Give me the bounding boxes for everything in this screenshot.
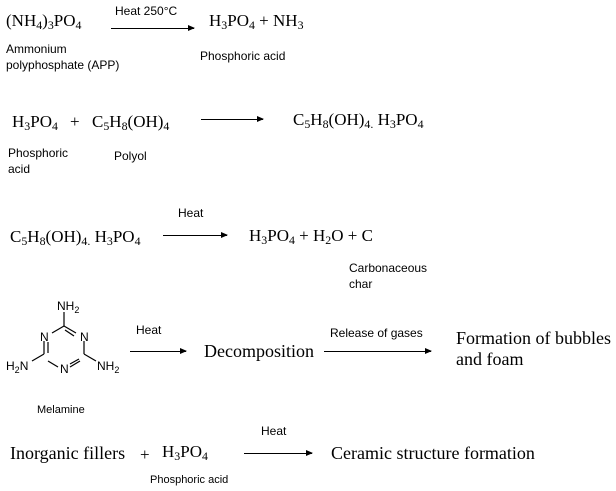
r4-condition2: Release of gases <box>330 326 423 340</box>
melamine-n-bottom: N <box>60 362 69 376</box>
melamine-nh2-left: H2N <box>6 359 28 375</box>
melamine-n-right: N <box>80 330 89 344</box>
r1-reactant-formula: (NH4)3PO4 <box>6 11 82 32</box>
r5-plus: + <box>140 445 150 464</box>
r4-step1: Decomposition <box>204 341 314 361</box>
r4-step2: Formation of bubbles and foam <box>456 328 611 369</box>
r3-product-label: Carbonaceous char <box>349 260 427 292</box>
r2-reactant2-formula: C5H8(OH)4 <box>92 112 170 133</box>
r4-molecule-label: Melamine <box>37 404 85 416</box>
r1-product-formula: H3PO4 + NH3 <box>209 11 304 32</box>
r3-reactant-formula: C5H8(OH)4. H3PO4 <box>10 227 141 248</box>
r5-arrow <box>244 450 313 456</box>
r1-reactant-label-line2: polyphosphate (APP) <box>6 58 120 73</box>
r4-step2-line2: and foam <box>456 348 524 369</box>
r2-arrow <box>201 116 264 122</box>
r1-product-label: Phosphoric acid <box>200 49 286 63</box>
r2-product-formula: C5H8(OH)4. H3PO4 <box>293 110 424 131</box>
r5-reactant2-label: Phosphoric acid <box>150 474 229 486</box>
melamine-nh2-top: NH2 <box>57 299 79 315</box>
r3-product-label-line2: char <box>349 277 373 292</box>
r1-reactant-label: Ammonium polyphosphate (APP) <box>6 41 119 73</box>
r2-reactant1-formula: H3PO4 <box>12 112 58 133</box>
r5-reactant2-formula: H3PO4 <box>162 442 208 463</box>
r4-step2-line1: Formation of bubbles <box>456 328 611 348</box>
r5-product: Ceramic structure formation <box>331 443 535 463</box>
r4-arrow2 <box>324 348 432 354</box>
r2-reactant1-label: Phosphoric acid <box>8 145 68 177</box>
r2-reactant1-label-line2: acid <box>8 162 31 177</box>
r3-product-label-line1: Carbonaceous <box>349 261 428 275</box>
r3-arrow <box>163 232 228 238</box>
melamine-n-left: N <box>40 330 49 344</box>
r5-reactant1: Inorganic fillers <box>10 443 126 463</box>
r3-product-formula: H3PO4 + H2O + C <box>249 226 373 247</box>
r5-condition: Heat <box>261 424 287 438</box>
r4-condition1: Heat <box>136 323 162 337</box>
r2-reactant1-label-line1: Phosphoric <box>8 146 69 160</box>
r1-reactant-label-line1: Ammonium <box>6 42 67 56</box>
r3-condition: Heat <box>178 206 204 220</box>
r4-arrow1 <box>130 348 187 354</box>
r2-plus: + <box>70 112 80 131</box>
r2-reactant2-label: Polyol <box>114 149 147 163</box>
melamine-structure: N N N NH2 NH2 H2N <box>6 299 119 376</box>
melamine-nh2-right: NH2 <box>97 359 119 375</box>
r1-condition: Heat 250°C <box>115 4 178 18</box>
r1-arrow <box>111 25 195 31</box>
